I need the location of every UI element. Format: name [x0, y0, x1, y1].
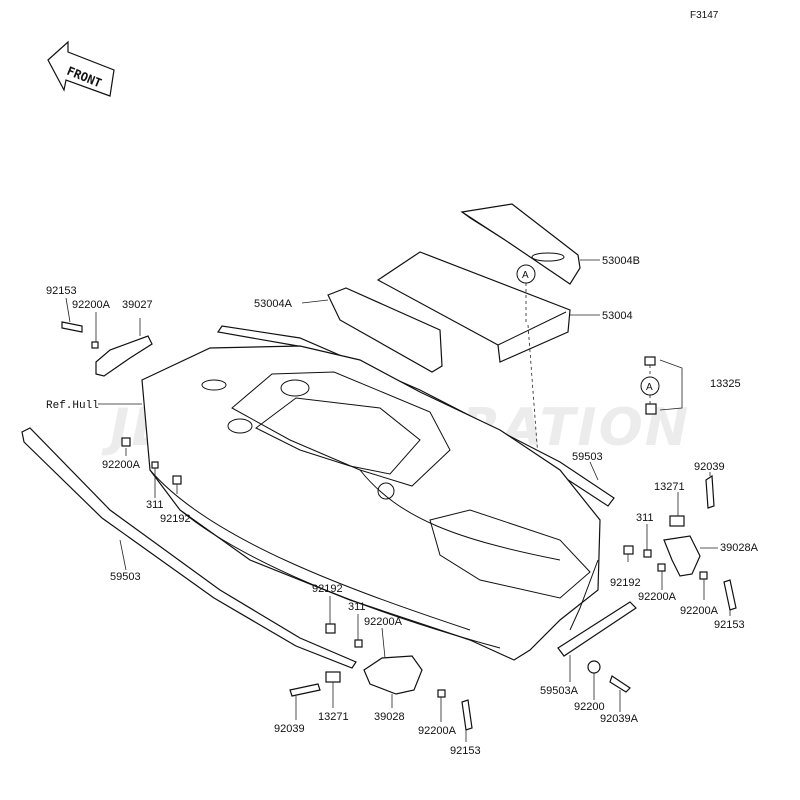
bumper-39027 [61, 321, 153, 377]
screw-92039-bottom [289, 683, 321, 697]
label-311-right: 311 [636, 512, 654, 524]
label-53004a: 53004A [254, 298, 293, 310]
screw-92039-right [705, 474, 715, 509]
mat-53004a [327, 287, 443, 373]
fastener-13325: A [640, 356, 683, 415]
spacer-92192-bottom [325, 623, 336, 634]
label-311-left: 311 [146, 499, 164, 511]
nut-311-left [151, 461, 159, 469]
spacer-92192-right [623, 545, 634, 555]
rear-rail-59503a [557, 601, 637, 657]
hull-body [141, 345, 601, 661]
label-53004: 53004 [602, 310, 633, 322]
clip-92200a-right1 [657, 563, 666, 572]
label-92153-bottom: 92153 [450, 745, 481, 757]
screw-92039a [609, 675, 631, 693]
plate-13271-bottom [325, 671, 341, 683]
label-92039-bottom: 92039 [274, 723, 305, 735]
label-13271-bottom: 13271 [318, 711, 349, 723]
label-92153-right: 92153 [714, 619, 745, 631]
plate-13271-right [669, 515, 685, 527]
nut-311-bottom [354, 639, 363, 648]
nut-311-right [643, 549, 652, 558]
clip-92200a-left [121, 437, 131, 447]
clip-92200a-bottom2 [437, 689, 446, 698]
label-92192-left: 92192 [160, 513, 191, 525]
label-92039a: 92039A [600, 713, 639, 725]
label-92192-bottom: 92192 [312, 583, 343, 595]
screw-92153-right [723, 579, 737, 611]
label-92153-top-left: 92153 [46, 285, 77, 297]
label-92200a-top-left: 92200A [72, 299, 111, 311]
label-92200: 92200 [574, 701, 605, 713]
label-311-bottom: 311 [348, 601, 366, 613]
leader-lines [65, 259, 731, 742]
label-13271-right: 13271 [654, 481, 685, 493]
label-92200a-bottom2: 92200A [418, 725, 457, 737]
ref-hull-label: Ref.Hull [46, 400, 99, 412]
washer-92200 [587, 660, 601, 674]
label-92200a-right1: 92200A [638, 591, 677, 603]
label-59503-right: 59503 [572, 451, 603, 463]
clip-92200a-right2 [699, 571, 708, 580]
bumper-39028a [663, 535, 701, 577]
front-arrow-icon: FRONT [47, 40, 115, 97]
label-13325: 13325 [710, 378, 741, 390]
label-53004b: 53004B [602, 255, 640, 267]
figure-code: F3147 [690, 10, 719, 21]
screw-92153-bottom [461, 699, 473, 731]
label-39027: 39027 [122, 299, 153, 311]
label-39028a: 39028A [720, 542, 759, 554]
gunwale-rail-left [21, 427, 357, 669]
callout-a-right-letter: A [646, 382, 653, 393]
label-92200a-right2: 92200A [680, 605, 719, 617]
label-59503-left: 59503 [110, 571, 141, 583]
seat-cover-53004b [460, 203, 581, 285]
mat-53004 [376, 251, 571, 363]
label-92200a-left: 92200A [102, 459, 141, 471]
bumper-39028 [363, 655, 423, 695]
label-92039-right: 92039 [694, 461, 725, 473]
label-92200a-bottom1: 92200A [364, 616, 403, 628]
label-92192-right: 92192 [610, 577, 641, 589]
callout-a-top-letter: A [522, 270, 529, 281]
label-39028: 39028 [374, 711, 405, 723]
label-59503a: 59503A [540, 685, 579, 697]
spacer-92192-left [172, 475, 182, 485]
